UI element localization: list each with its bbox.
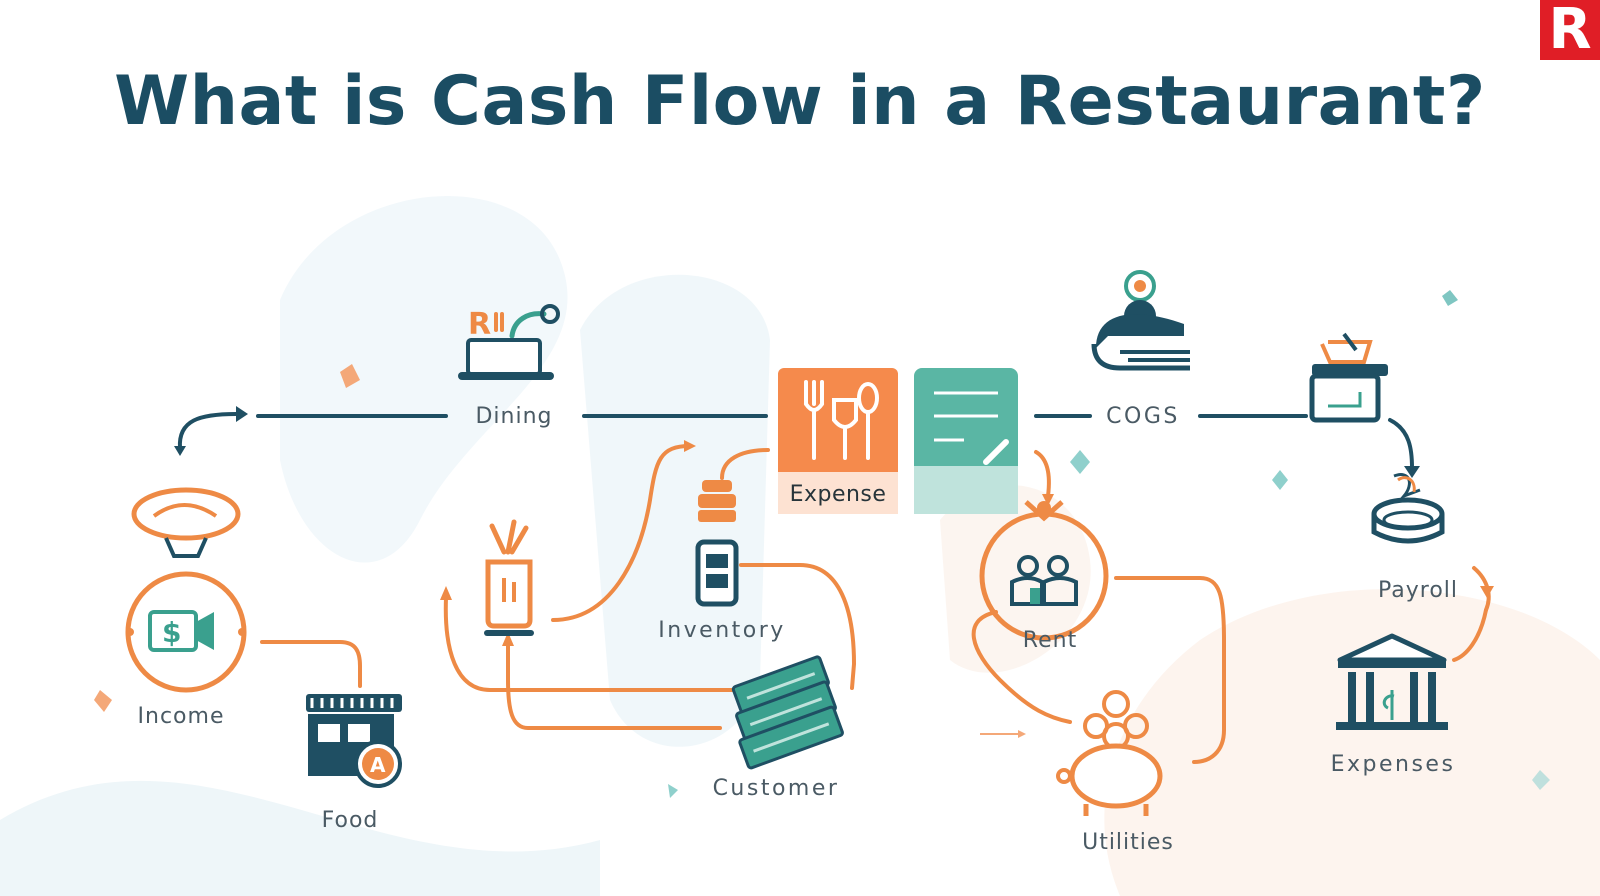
- main-flow-line: [177, 412, 1414, 470]
- utilities-pig-icon: [1056, 690, 1163, 816]
- payroll-arrow-icon: [1404, 466, 1420, 478]
- start-arrow-icon: [236, 406, 248, 422]
- node-label-income: Income: [137, 704, 225, 729]
- notes-card-icon: [914, 368, 1018, 514]
- cogs-chef-icon: [1091, 270, 1190, 371]
- node-label-cogs: COGS: [1106, 404, 1180, 429]
- node-label-payroll: Payroll: [1377, 578, 1459, 603]
- orange-flow-lines: [260, 444, 1491, 764]
- expense-card: [778, 368, 898, 514]
- payroll-icon: [1371, 473, 1445, 544]
- rent-people-icon: [979, 500, 1109, 641]
- dining-icon: R: [458, 304, 560, 380]
- food-store-icon: A: [306, 694, 402, 788]
- drink-jar-icon: [484, 519, 534, 636]
- node-label-customer: Customer: [712, 776, 840, 801]
- bank-icon: [1336, 633, 1448, 730]
- node-label-expenses: Expenses: [1330, 752, 1456, 777]
- inventory-icon: [695, 480, 739, 607]
- node-label-utilities: Utilities: [1082, 830, 1174, 855]
- page-title: What is Cash Flow in a Restaurant?: [114, 62, 1486, 141]
- node-label-expense: Expense: [789, 482, 887, 507]
- node-label-inventory: Inventory: [658, 618, 786, 643]
- node-label-rent: Rent: [1022, 628, 1078, 653]
- cart-wallet-icon: [1309, 332, 1388, 423]
- down-arrow-icon: [174, 446, 186, 456]
- node-label-food: Food: [321, 808, 379, 833]
- svg-text:A: A: [370, 753, 386, 777]
- svg-text:R: R: [468, 307, 491, 342]
- income-icon: $: [125, 487, 247, 693]
- money-stack-icon: [731, 655, 844, 770]
- node-label-dining: Dining: [475, 404, 553, 429]
- svg-text:$: $: [162, 616, 181, 649]
- brand-logo: R: [1540, 0, 1600, 60]
